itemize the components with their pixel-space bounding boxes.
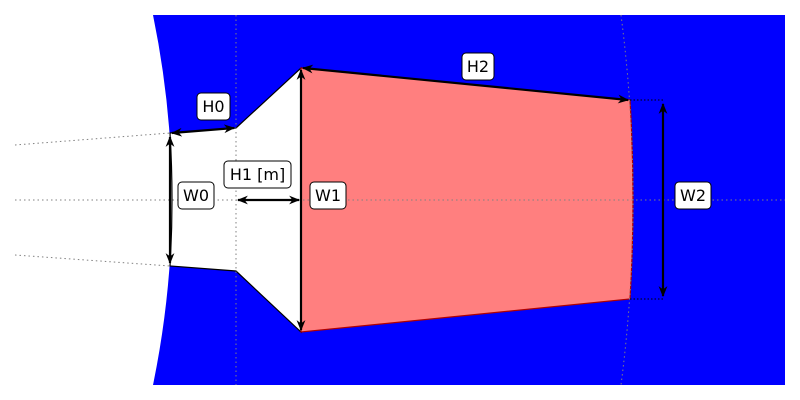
label-w2: W2 <box>674 181 712 210</box>
guide-lines <box>14 14 785 386</box>
h2-dimension-arrow <box>301 64 630 104</box>
svg-text:W0: W0 <box>183 186 209 205</box>
svg-text:H1 [m]: H1 [m] <box>230 165 285 184</box>
label-w1: W1 <box>309 181 347 210</box>
label-h1: H1 [m] <box>223 160 292 189</box>
svg-text:W1: W1 <box>315 186 341 205</box>
svg-text:W2: W2 <box>680 186 706 205</box>
w2-extension-lines <box>630 99 665 300</box>
h0-dimension-arrow <box>170 124 236 137</box>
svg-text:H2: H2 <box>467 57 489 76</box>
label-w0: W0 <box>177 181 215 210</box>
svg-text:H0: H0 <box>202 97 224 116</box>
label-h2: H2 <box>461 52 495 81</box>
label-h0: H0 <box>196 92 231 121</box>
